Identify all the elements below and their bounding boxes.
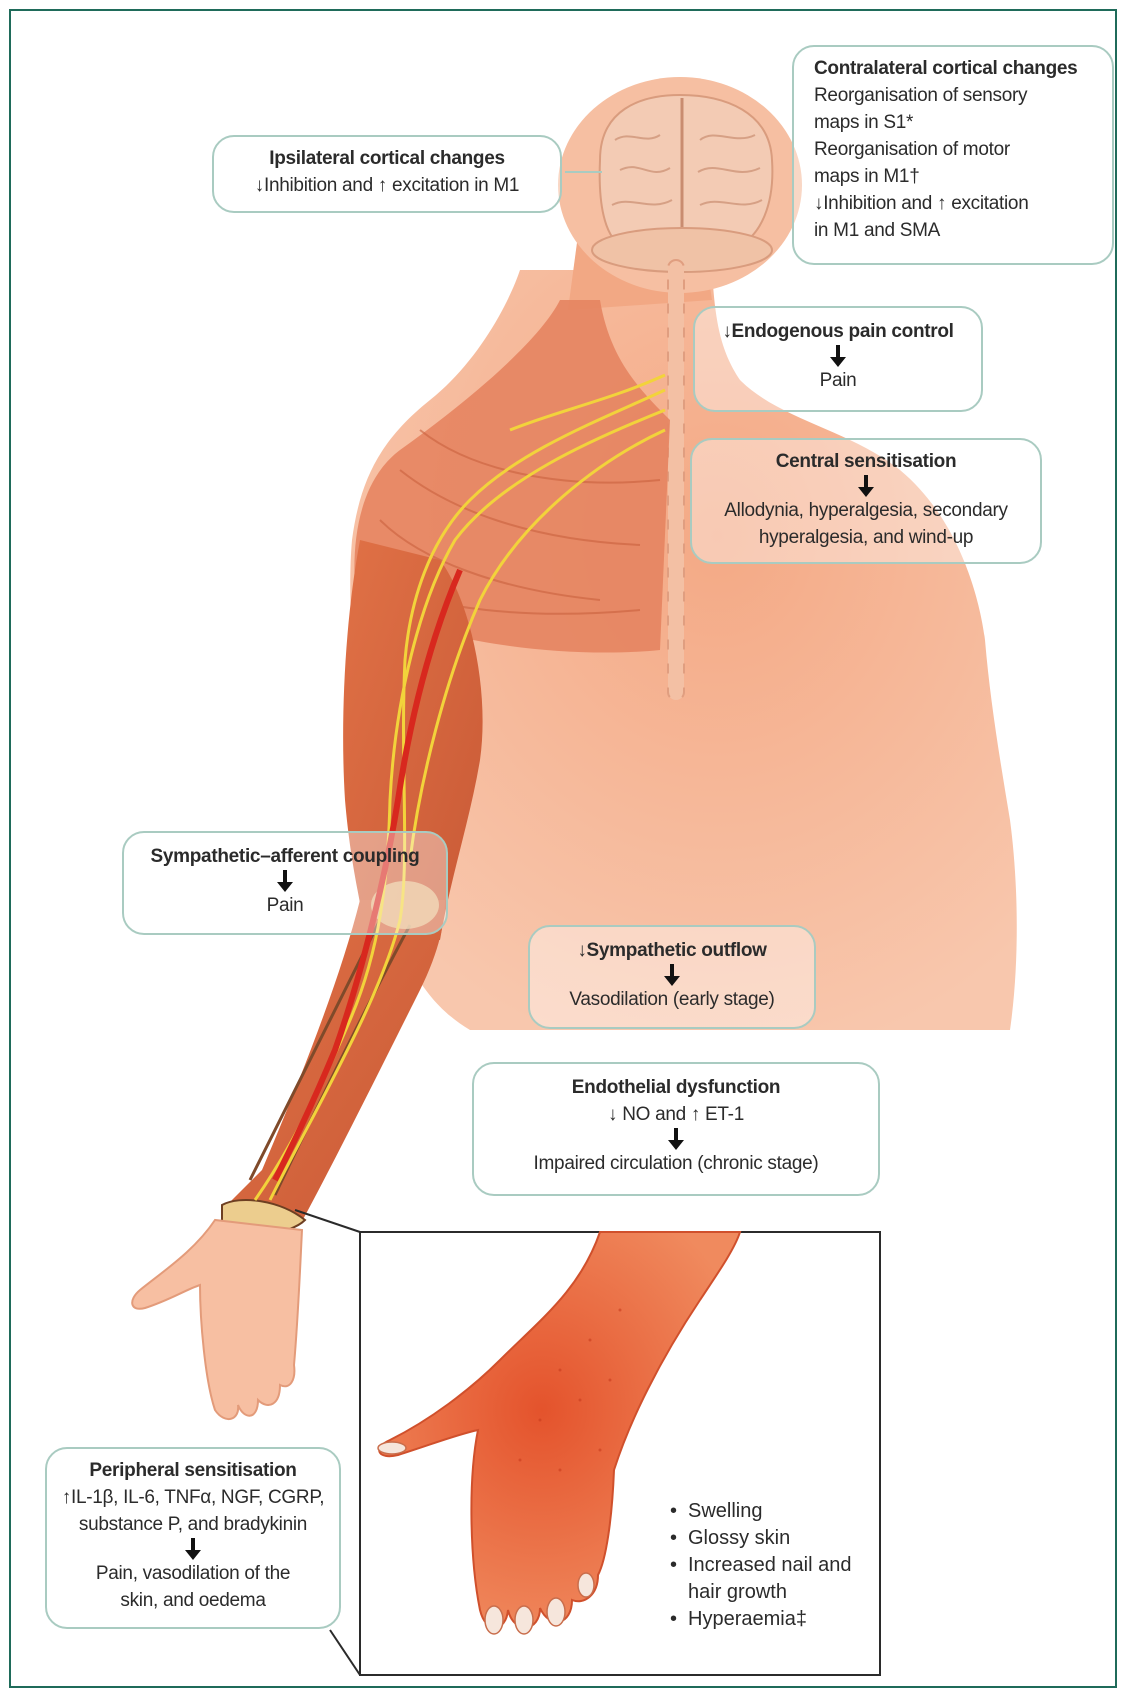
spinal-cord: [668, 260, 684, 700]
symptom-item: Increased nail and: [668, 1552, 868, 1579]
symptom-item: Swelling: [668, 1498, 868, 1525]
sympathetic-afferent-result: Pain: [124, 892, 446, 919]
endothelial-subtitle: ↓ NO and ↑ ET-1: [474, 1101, 878, 1128]
nail: [515, 1606, 533, 1634]
contralateral-line: Reorganisation of motor: [814, 136, 1112, 163]
down-arrow-icon: [858, 475, 874, 497]
nail: [378, 1442, 406, 1454]
forearm: [222, 900, 445, 1225]
peripheral-result-line: skin, and oedema: [47, 1587, 339, 1614]
sympathetic-afferent-title: Sympathetic–afferent coupling: [124, 843, 446, 870]
sympathetic-outflow-result: Vasodilation (early stage): [530, 986, 814, 1013]
contralateral-line: in M1 and SMA: [814, 217, 1112, 244]
contralateral-line: ↓Inhibition and ↑ excitation: [814, 190, 1112, 217]
contralateral-line: maps in S1*: [814, 109, 1112, 136]
central-title: Central sensitisation: [692, 448, 1040, 475]
symptom-list: Swelling Glossy skin Increased nail and …: [668, 1498, 868, 1633]
down-arrow-icon: [277, 870, 293, 892]
peripheral-line: ↑IL-1β, IL-6, TNFα, NGF, CGRP,: [47, 1484, 339, 1511]
endogenous-result: Pain: [695, 367, 981, 394]
peripheral-result-line: Pain, vasodilation of the: [47, 1560, 339, 1587]
brain: [592, 95, 772, 272]
symptom-item: Hyperaemia‡: [668, 1606, 868, 1633]
sympathetic-outflow-box: ↓Sympathetic outflow Vasodilation (early…: [528, 925, 816, 1029]
endogenous-title: ↓Endogenous pain control: [695, 318, 981, 345]
peripheral-title: Peripheral sensitisation: [47, 1457, 339, 1484]
sympathetic-afferent-box: Sympathetic–afferent coupling Pain: [122, 831, 448, 935]
peripheral-sensitisation-box: Peripheral sensitisation ↑IL-1β, IL-6, T…: [45, 1447, 341, 1629]
down-arrow-icon: [185, 1538, 201, 1560]
contralateral-box: Contralateral cortical changes Reorganis…: [792, 45, 1114, 265]
central-sensitisation-box: Central sensitisation Allodynia, hyperal…: [690, 438, 1042, 564]
endothelial-title: Endothelial dysfunction: [474, 1074, 878, 1101]
nail: [578, 1573, 594, 1597]
central-result-line: hyperalgesia, and wind-up: [692, 524, 1040, 551]
ipsilateral-line: ↓Inhibition and ↑ excitation in M1: [214, 172, 560, 199]
down-arrow-icon: [668, 1128, 684, 1150]
ipsilateral-box: Ipsilateral cortical changes ↓Inhibition…: [212, 135, 562, 213]
nail: [547, 1598, 565, 1626]
left-hand: [132, 1220, 302, 1419]
down-arrow-icon: [664, 964, 680, 986]
symptom-item-continuation: hair growth: [668, 1579, 868, 1606]
ipsilateral-title: Ipsilateral cortical changes: [214, 145, 560, 172]
symptom-item: Glossy skin: [668, 1525, 868, 1552]
contralateral-line: maps in M1†: [814, 163, 1112, 190]
nail: [485, 1606, 503, 1634]
sympathetic-outflow-title: ↓Sympathetic outflow: [530, 937, 814, 964]
contralateral-title: Contralateral cortical changes: [814, 55, 1112, 82]
contralateral-line: Reorganisation of sensory: [814, 82, 1112, 109]
endothelial-box: Endothelial dysfunction ↓ NO and ↑ ET-1 …: [472, 1062, 880, 1196]
central-result-line: Allodynia, hyperalgesia, secondary: [692, 497, 1040, 524]
endothelial-result: Impaired circulation (chronic stage): [474, 1150, 878, 1177]
down-arrow-icon: [830, 345, 846, 367]
endogenous-pain-box: ↓Endogenous pain control Pain: [693, 306, 983, 412]
peripheral-line: substance P, and bradykinin: [47, 1511, 339, 1538]
